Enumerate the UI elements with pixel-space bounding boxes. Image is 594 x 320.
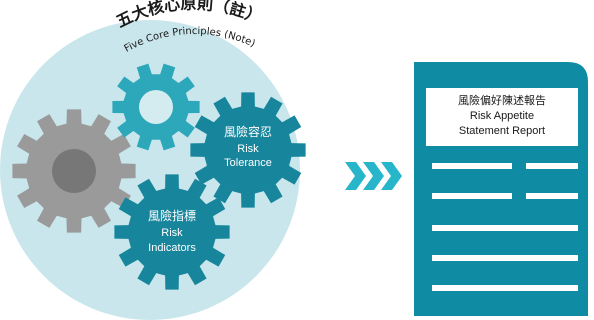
- gear-label-tolerance-zh: 風險容忍: [224, 124, 272, 139]
- report-document: 風險偏好陳述報告 Risk Appetite Statement Report: [414, 62, 588, 316]
- report-line: [432, 255, 578, 261]
- gear-tolerance: [190, 92, 306, 208]
- gear-label-indicators-en1: Risk: [161, 227, 183, 239]
- report-line: [432, 225, 578, 231]
- principles-circle: [0, 20, 300, 320]
- gear-label-tolerance-en1: Risk: [237, 143, 259, 155]
- chevron-arrow-icon: [345, 162, 366, 190]
- report-line: [432, 285, 578, 291]
- gear-label-indicators-en2: Indicators: [148, 242, 196, 254]
- gear-label-indicators-zh: 風險指標: [148, 208, 196, 223]
- report-title-zh: 風險偏好陳述報告: [458, 93, 546, 107]
- gear-label-tolerance-en2: Tolerance: [224, 157, 272, 169]
- chevron-arrow-icon: [381, 162, 402, 190]
- gear-indicators: [114, 174, 230, 290]
- report-line: [526, 193, 578, 199]
- report-line: [432, 163, 512, 169]
- report-title-en1: Risk Appetite: [470, 110, 534, 122]
- gears-group: [12, 63, 306, 290]
- report-title-box: [426, 88, 578, 146]
- report-line: [526, 163, 578, 169]
- report-line: [432, 193, 512, 199]
- gear-top-teal-hub: [139, 90, 173, 124]
- report-title-en2: Statement Report: [459, 125, 545, 137]
- flow-arrows: [345, 162, 402, 190]
- gear-gray-hub: [52, 149, 96, 193]
- chevron-arrow-icon: [363, 162, 384, 190]
